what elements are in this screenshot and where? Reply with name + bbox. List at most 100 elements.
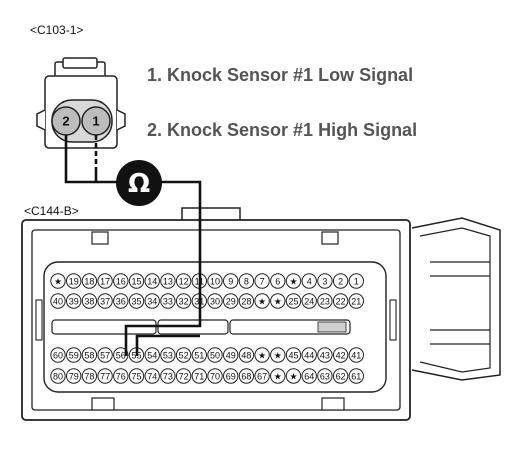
ecm-pin-19: 19 [66,273,82,289]
ecm-pin-unused: ★ [50,273,66,289]
ecm-pin-circle [144,368,160,384]
ecm-pin-label: 71 [194,372,204,382]
ecm-pin-29: 29 [223,293,239,309]
ecm-pin-49: 49 [223,347,239,363]
ecm-pin-75: 75 [128,368,145,384]
ecm-pin-52: 52 [175,347,192,363]
signal-2-label: 2. Knock Sensor #1 High Signal [147,120,417,140]
ecm-pin-label: 35 [131,297,141,307]
ecm-pin-circle [238,347,255,363]
ecm-pin-16: 16 [113,273,129,289]
ecm-pin-10: 10 [207,273,223,289]
ecm-pin-72: 72 [175,368,192,384]
ecm-pin-circle [301,368,317,384]
ecm-pin-label: ★ [258,297,266,307]
ecm-pin-label: 80 [53,372,63,382]
ecm-pin-13: 13 [160,273,176,289]
ecm-pin-label: 67 [257,372,267,382]
ecm-pin-circle [348,273,364,289]
ecm-pin-label: 18 [84,277,94,287]
ecm-pin-7: 7 [254,273,270,289]
ecm-pin-label: 49 [226,351,236,361]
sensor-connector: 2 1 [36,57,126,149]
ecm-pin-circle [113,293,129,309]
ecm-pin-unused: ★ [285,368,302,384]
ecm-pin-53: 53 [160,347,176,363]
ecm-pin-label: 39 [69,297,79,307]
sensor-pin-2-label: 2 [62,114,69,129]
ecm-pin-label: 75 [131,372,141,382]
ecm-pin-label: 77 [100,372,110,382]
ecm-pin-label: 59 [69,351,79,361]
ecm-pin-14: 14 [144,273,160,289]
ecm-pin-label: 15 [131,277,141,287]
ecm-pin-circle [97,273,113,289]
ecm-pin-circle [128,368,145,384]
ecm-pin-label: 33 [163,297,173,307]
ecm-pin-circle [348,293,364,309]
ecm-pin-circle [238,293,255,309]
ecm-pin-28: 28 [238,293,255,309]
ecm-pin-circle [332,347,349,363]
ecm-pin-59: 59 [66,347,82,363]
ecm-pin-circle [285,368,302,384]
ecm-pin-label: 3 [322,277,327,287]
ecm-pin-circle [238,368,255,384]
ecm-pin-label: 43 [320,351,330,361]
ecm-pin-label: 50 [210,351,220,361]
sensor-connector-label: <C103-1> [30,23,83,37]
ecm-pin-30: 30 [207,293,223,309]
ecm-pin-circle [223,293,239,309]
ecm-pin-label: 56 [116,351,126,361]
ecm-pin-circle [207,273,223,289]
ecm-pin-label: 54 [147,351,157,361]
ecm-pin-circle [144,347,160,363]
ecm-pin-76: 76 [113,368,129,384]
ecm-pin-circle [97,293,113,309]
ecm-pin-circle [128,293,145,309]
ecm-pin-circle [50,293,66,309]
ecm-pin-circle [270,273,286,289]
ecm-pin-label: 16 [116,277,126,287]
ecm-pin-circle [113,368,129,384]
ecm-pin-circle [50,273,66,289]
ecm-pin-label: 24 [304,297,314,307]
ecm-pin-circle [317,273,333,289]
ecm-pin-circle [317,347,333,363]
ecm-pin-circle [160,293,176,309]
signal-1-label: 1. Knock Sensor #1 Low Signal [147,65,413,85]
ecm-pin-circle [301,347,317,363]
ecm-pin-80: 80 [50,368,66,384]
ecm-pin-label: 40 [53,297,63,307]
ecm-pin-74: 74 [144,368,160,384]
ecm-pin-42: 42 [332,347,349,363]
ecm-pin-circle [332,273,349,289]
ecm-pin-15: 15 [128,273,145,289]
ecm-pin-label: ★ [289,372,297,382]
ecm-pin-label: 22 [336,297,346,307]
ecm-pin-circle [285,293,302,309]
ecm-pin-12: 12 [175,273,192,289]
ecm-pin-6: 6 [270,273,286,289]
ecm-pin-circle [144,293,160,309]
ecm-pin-circle [332,293,349,309]
ecm-pin-35: 35 [128,293,145,309]
ecm-pin-label: 13 [163,277,173,287]
ecm-pin-label: 41 [351,351,361,361]
ecm-pin-circle [317,368,333,384]
ecm-pin-67: 67 [254,368,270,384]
ecm-pin-37: 37 [97,293,113,309]
ecm-pin-33: 33 [160,293,176,309]
ecm-pin-label: 58 [84,351,94,361]
ecm-pin-label: 8 [244,277,249,287]
ecm-pin-64: 64 [301,368,317,384]
ecm-pin-circle [301,273,317,289]
ecm-pin-2: 2 [332,273,349,289]
ecm-pin-label: 78 [84,372,94,382]
ecm-pin-68: 68 [238,368,255,384]
ecm-pin-circle [348,368,364,384]
ecm-pin-18: 18 [81,273,98,289]
ecm-pin-circle [175,293,192,309]
ecm-pin-label: 61 [351,372,361,382]
ecm-pin-label: 23 [320,297,330,307]
